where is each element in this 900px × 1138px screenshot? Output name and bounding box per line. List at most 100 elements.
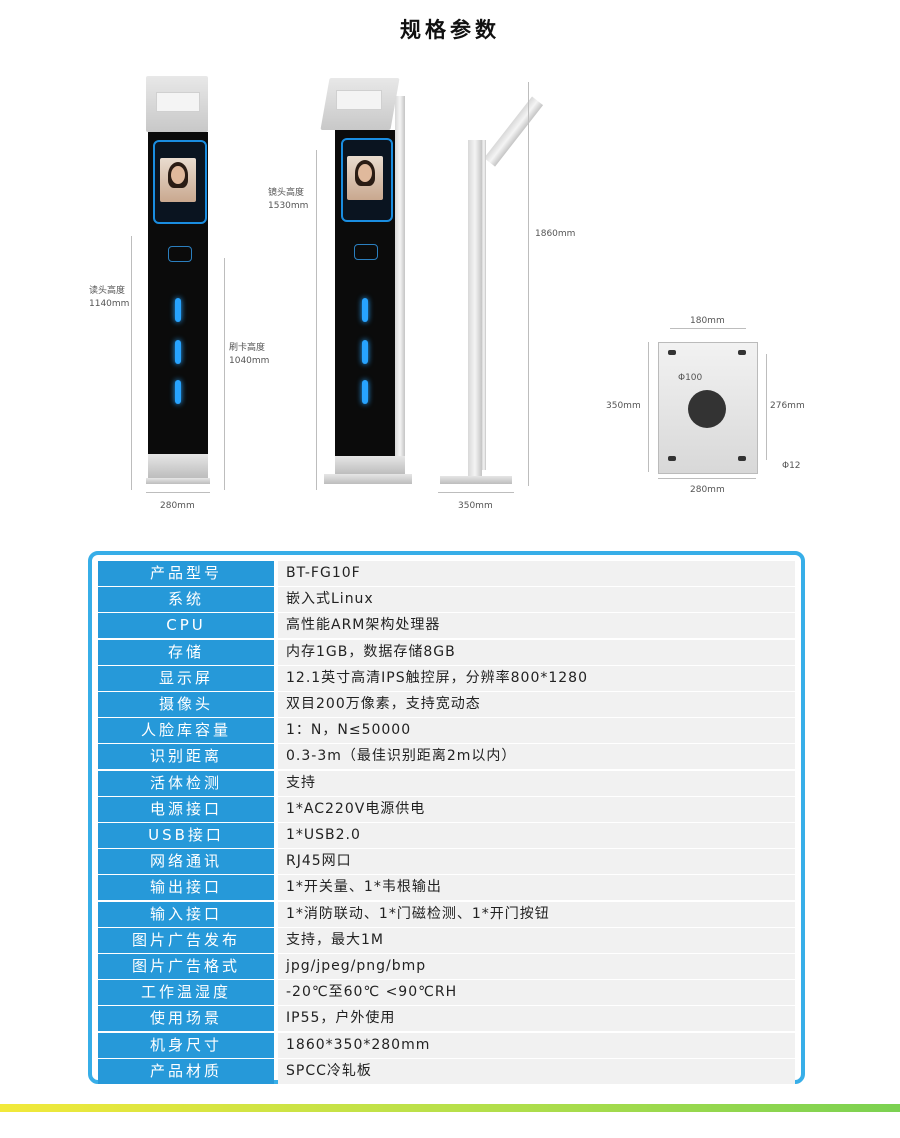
page-title: 规格参数 (400, 18, 500, 42)
spec-value: 双目200万像素，支持宽动态 (278, 692, 795, 717)
side-depth-line (438, 492, 514, 493)
kiosk-top-panel (156, 92, 200, 112)
kiosk-base (148, 454, 208, 478)
side-pole-rear (482, 140, 486, 470)
plate-right-label: 276mm (770, 401, 805, 411)
spec-key: 输入接口 (98, 901, 274, 927)
spec-key: 人脸库容量 (98, 718, 274, 744)
spec-value: 1：N，N≤50000 (278, 718, 795, 744)
front-width-label: 280mm (160, 501, 195, 511)
lens-height-label: 镜头高度 (268, 188, 305, 198)
led-strip (175, 298, 181, 322)
spec-key: 识别距离 (98, 744, 274, 770)
kiosk2-photo-face (358, 164, 372, 182)
spec-key: 系统 (98, 587, 274, 613)
plate-top-line (670, 328, 746, 329)
plate-slot (668, 350, 676, 355)
spec-key: 机身尺寸 (98, 1032, 274, 1058)
spec-key: 产品材质 (98, 1058, 274, 1084)
spec-value: SPCC冷轧板 (278, 1058, 795, 1084)
spec-value: 1*开关量、1*韦根输出 (278, 875, 795, 901)
reader-height-label: 读头高度 (89, 286, 126, 296)
plate-slot (668, 456, 676, 461)
spec-row: 图片广告发布支持，最大1M (98, 927, 795, 953)
side-pole (468, 140, 482, 476)
spec-value: BT-FG10F (278, 561, 795, 586)
lens-height-value: 1530mm (268, 201, 309, 211)
reader-height-line (131, 236, 132, 490)
swipe-height-line (224, 258, 225, 490)
spec-key: 摄像头 (98, 692, 274, 717)
spec-key: 活体检测 (98, 770, 274, 796)
spec-key: 网络通讯 (98, 849, 274, 875)
spec-value: 支持，最大1M (278, 927, 795, 953)
spec-value: 支持 (278, 770, 795, 796)
plate-top-label: 180mm (690, 316, 725, 326)
spec-key: 产品型号 (98, 561, 274, 586)
spec-key: CPU (98, 613, 274, 639)
spec-row: 摄像头双目200万像素，支持宽动态 (98, 692, 795, 717)
kiosk-photo-face (171, 166, 185, 184)
swipe-height-label: 刷卡高度 (229, 343, 266, 353)
led-strip (362, 298, 368, 322)
bottom-gradient-bar (0, 1104, 900, 1112)
kiosk-card-reader (168, 246, 192, 262)
spec-key: USB接口 (98, 823, 274, 848)
spec-row: 活体检测支持 (98, 770, 795, 796)
swipe-height-value: 1040mm (229, 356, 270, 366)
plate-center-hole (688, 390, 726, 428)
side-pole-arm (484, 96, 544, 167)
side-foot (440, 476, 512, 484)
plate-left-line (648, 342, 649, 472)
spec-key: 使用场景 (98, 1006, 274, 1032)
total-height-line (528, 82, 529, 486)
spec-value: 0.3-3m（最佳识别距离2m以内） (278, 744, 795, 770)
spec-key: 电源接口 (98, 796, 274, 822)
kiosk2-side (395, 96, 405, 474)
spec-value: jpg/jpeg/png/bmp (278, 954, 795, 979)
spec-key: 图片广告格式 (98, 954, 274, 979)
total-height-label: 1860mm (535, 229, 576, 239)
kiosk2-top-panel (336, 90, 382, 110)
spec-row: 系统嵌入式Linux (98, 587, 795, 613)
side-depth-label: 350mm (458, 501, 493, 511)
led-strip (362, 380, 368, 404)
kiosk-foot (146, 478, 210, 484)
spec-value: 1*AC220V电源供电 (278, 796, 795, 822)
spec-value: -20℃至60℃ <90℃RH (278, 980, 795, 1006)
spec-key: 显示屏 (98, 665, 274, 691)
spec-value: 1860*350*280mm (278, 1032, 795, 1058)
led-strip (175, 340, 181, 364)
spec-value: 1*消防联动、1*门磁检测、1*开门按钮 (278, 901, 795, 927)
spec-value: 嵌入式Linux (278, 587, 795, 613)
kiosk2-card-reader (354, 244, 378, 260)
spec-key: 存储 (98, 639, 274, 665)
kiosk2-base (335, 456, 405, 474)
plate-left-label: 350mm (606, 401, 641, 411)
plate-bottom-label: 280mm (690, 485, 725, 495)
plate-right-line (766, 354, 767, 460)
kiosk2-foot (324, 474, 412, 484)
plate-slot (738, 350, 746, 355)
lens-height-line (316, 150, 317, 490)
spec-value: 高性能ARM架构处理器 (278, 613, 795, 639)
spec-value: IP55，户外使用 (278, 1006, 795, 1032)
spec-row: 工作温湿度-20℃至60℃ <90℃RH (98, 980, 795, 1006)
spec-value: 12.1英寸高清IPS触控屏，分辨率800*1280 (278, 665, 795, 691)
spec-row: 存储内存1GB，数据存储8GB (98, 639, 795, 665)
led-strip (175, 380, 181, 404)
width-dim-line (146, 492, 210, 493)
